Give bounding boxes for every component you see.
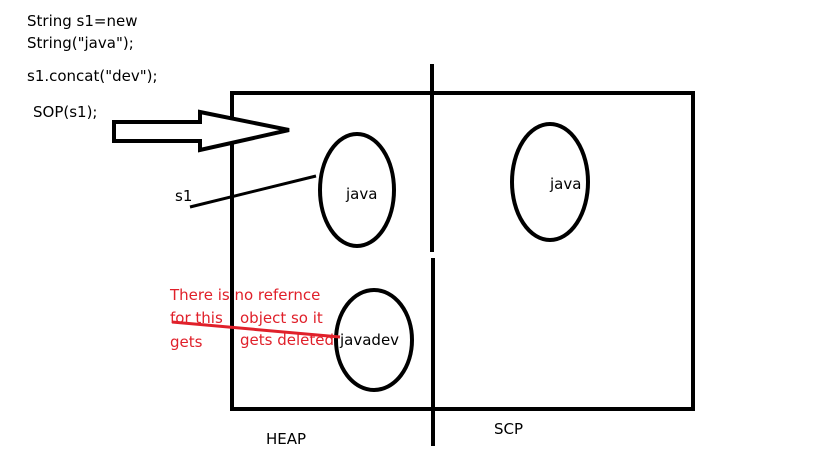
code-line-4: SOP(s1); (33, 103, 98, 121)
code-line-1: String s1=new (27, 12, 138, 30)
s1-reference-line (189, 174, 317, 209)
note-line-2a: for this (170, 309, 223, 327)
scp-label: SCP (494, 420, 524, 438)
memory-box (230, 91, 695, 411)
code-line-2: String("java"); (27, 34, 134, 52)
s1-label: s1 (175, 187, 193, 205)
note-line-3b: gets deleted (240, 331, 334, 349)
heap-javadev-label: javadev (340, 331, 400, 349)
scp-java-label: java (550, 175, 582, 193)
note-line-1: There is no refernce (170, 286, 321, 304)
arrow-shape (112, 109, 290, 153)
unreferenced-strike-line (171, 320, 341, 339)
heap-javadev-object (334, 288, 414, 392)
heap-label: HEAP (266, 430, 307, 448)
note-line-2b: object so it (240, 309, 323, 327)
code-line-3: s1.concat("dev"); (27, 67, 158, 85)
heap-java-label: java (346, 185, 378, 203)
heap-java-object (318, 132, 396, 248)
note-line-3a: gets (170, 333, 203, 351)
scp-java-object (510, 122, 590, 242)
